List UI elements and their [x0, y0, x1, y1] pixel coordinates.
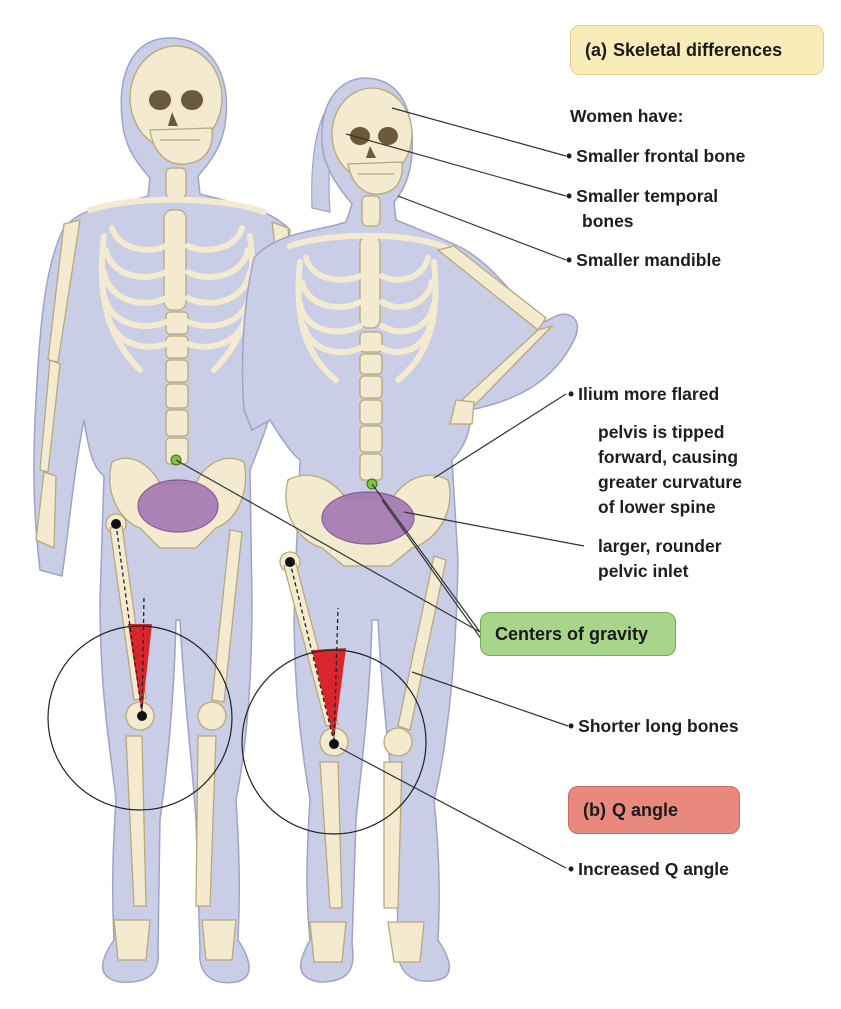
female-spine	[359, 195, 383, 481]
label-frontal-bone: •Smaller frontal bone	[566, 146, 746, 166]
leader-gravity-male	[175, 459, 481, 633]
label-temporal-bones: •Smaller temporal bones	[566, 186, 719, 231]
label-increased-q-angle: •Increased Q angle	[568, 859, 729, 879]
q-angle-letter: (b)	[583, 799, 606, 820]
leader-ilium	[433, 393, 567, 479]
bullet: •	[568, 384, 575, 404]
centers-of-gravity-title: Centers of gravity	[495, 623, 649, 644]
female-hip-point	[285, 557, 295, 567]
male-patellar-axis	[141, 595, 145, 715]
label-ilium: •Ilium more flared	[568, 384, 720, 404]
leader-frontal	[391, 107, 567, 157]
leader-lines	[175, 107, 585, 869]
q-angle-box: (b) Q angle	[568, 786, 740, 834]
leader-temporal	[345, 133, 567, 197]
male-femur-axis	[115, 523, 143, 715]
female-patellar-axis	[333, 607, 339, 743]
bullet: •	[568, 716, 575, 736]
male-hip-point	[111, 519, 121, 529]
leader-gravity-female-2	[381, 499, 483, 641]
bullet: •	[566, 186, 573, 206]
skeletal-differences-letter: (a)	[585, 39, 607, 60]
leader-long-bones	[411, 671, 569, 727]
female-arm	[436, 245, 555, 425]
male-knee-circle	[47, 625, 233, 811]
leader-inlet	[403, 511, 585, 547]
bullet: •	[566, 250, 573, 270]
skeletal-differences-box: (a) Skeletal differences	[570, 25, 824, 75]
female-pelvis	[285, 474, 451, 567]
label-pelvic-inlet: larger, rounder pelvic inlet	[598, 536, 722, 581]
female-knee-point	[329, 739, 339, 749]
label-pelvis-tipped: pelvis is tipped forward, causing greate…	[598, 422, 742, 517]
male-figure	[33, 37, 295, 984]
male-skull	[129, 45, 223, 165]
male-spine	[163, 167, 189, 465]
label-women-have: Women have:	[570, 106, 684, 126]
female-knee-circle	[241, 649, 427, 835]
label-shorter-long-bones: •Shorter long bones	[568, 716, 739, 736]
leader-q-angle	[339, 747, 567, 869]
female-q-angle	[312, 648, 346, 740]
female-pelvic-inlet	[321, 491, 415, 545]
female-figure	[241, 77, 579, 983]
bullet: •	[568, 859, 575, 879]
male-pelvic-inlet	[137, 479, 219, 533]
male-q-angle	[128, 624, 152, 714]
leader-mandible	[397, 195, 567, 261]
female-skull	[331, 87, 413, 195]
skeletal-differences-title: Skeletal differences	[613, 39, 783, 60]
centers-of-gravity-box: Centers of gravity	[480, 612, 676, 656]
female-femur-axis	[289, 561, 335, 743]
label-mandible: •Smaller mandible	[566, 250, 722, 270]
q-angle-title: Q angle	[611, 799, 678, 820]
leader-gravity-female	[371, 483, 481, 633]
male-knee-point	[137, 711, 147, 721]
male-ribcage	[87, 196, 267, 373]
bullet: •	[566, 146, 573, 166]
female-ribcage	[287, 232, 449, 383]
